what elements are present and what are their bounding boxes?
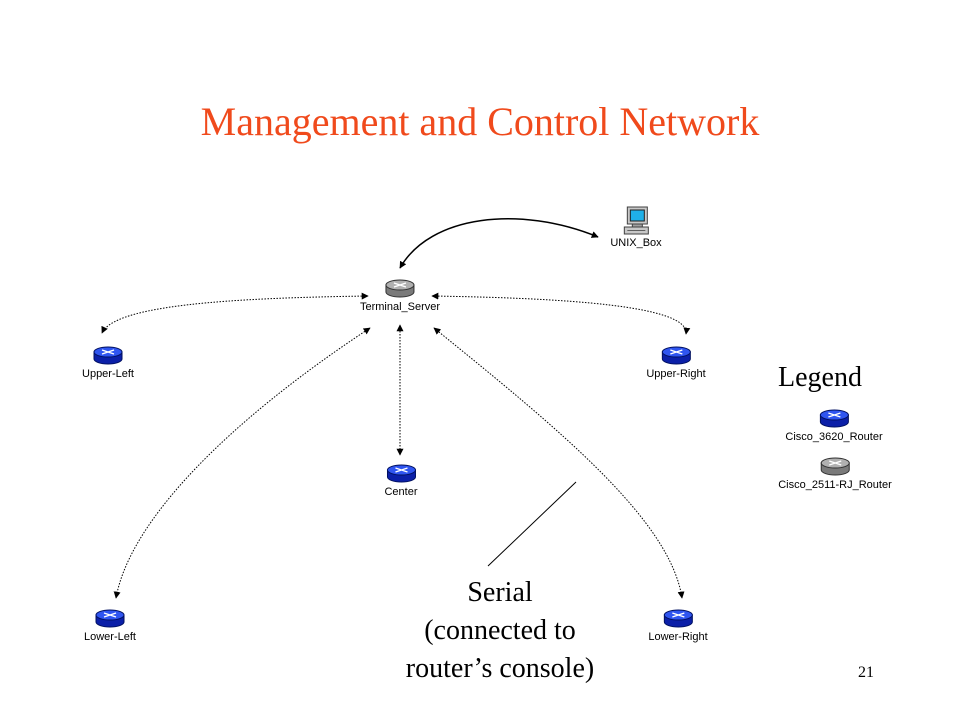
legend-item-label: Cisco_3620_Router xyxy=(785,431,883,443)
node-lower-left: Lower-Left xyxy=(84,606,136,644)
node-center: Center xyxy=(384,461,418,499)
link-terminal-upper-left xyxy=(101,292,369,334)
router-2511-icon xyxy=(385,279,415,298)
legend-item-label: Cisco_2511-RJ_Router xyxy=(778,479,892,491)
router-3620-icon xyxy=(663,609,693,628)
node-unix-box: UNIX_Box xyxy=(610,206,662,250)
serial-annotation: Serial (connected to router’s console) xyxy=(380,574,620,688)
router-3620-icon xyxy=(93,346,123,365)
annotation-line: (connected to xyxy=(424,615,576,646)
node-label: Upper-Left xyxy=(82,368,134,380)
node-label: UNIX_Box xyxy=(610,237,662,249)
link-terminal-lower-right xyxy=(433,327,685,599)
link-unix-terminal xyxy=(399,218,599,269)
legend-item-2511: Cisco_2511-RJ_Router xyxy=(778,454,892,492)
link-terminal-upper-right xyxy=(431,292,691,335)
router-3620-icon xyxy=(95,609,125,628)
router-3620-icon xyxy=(819,409,849,428)
node-label: Lower-Right xyxy=(648,631,708,643)
annotation-line: Serial xyxy=(467,577,533,608)
legend-item-3620: Cisco_3620_Router xyxy=(785,406,883,444)
serial-callout-line xyxy=(487,481,577,567)
annotation-line: router’s console) xyxy=(405,653,595,684)
router-2511-icon xyxy=(820,457,850,476)
router-3620-icon xyxy=(386,464,416,483)
node-label: Lower-Left xyxy=(84,631,136,643)
node-upper-right: Upper-Right xyxy=(646,343,706,381)
computer-icon xyxy=(623,206,649,235)
slide-number: 21 xyxy=(858,664,874,681)
node-lower-right: Lower-Right xyxy=(648,606,708,644)
node-label: Terminal_Server xyxy=(359,301,441,313)
router-3620-icon xyxy=(661,346,691,365)
node-label: Upper-Right xyxy=(646,368,706,380)
link-terminal-lower-left xyxy=(113,327,371,599)
legend-title: Legend xyxy=(778,362,862,393)
node-label: Center xyxy=(384,486,418,498)
slide-title: Management and Control Network xyxy=(200,99,760,144)
node-upper-left: Upper-Left xyxy=(82,343,134,381)
node-terminal-server: Terminal_Server xyxy=(360,276,440,314)
